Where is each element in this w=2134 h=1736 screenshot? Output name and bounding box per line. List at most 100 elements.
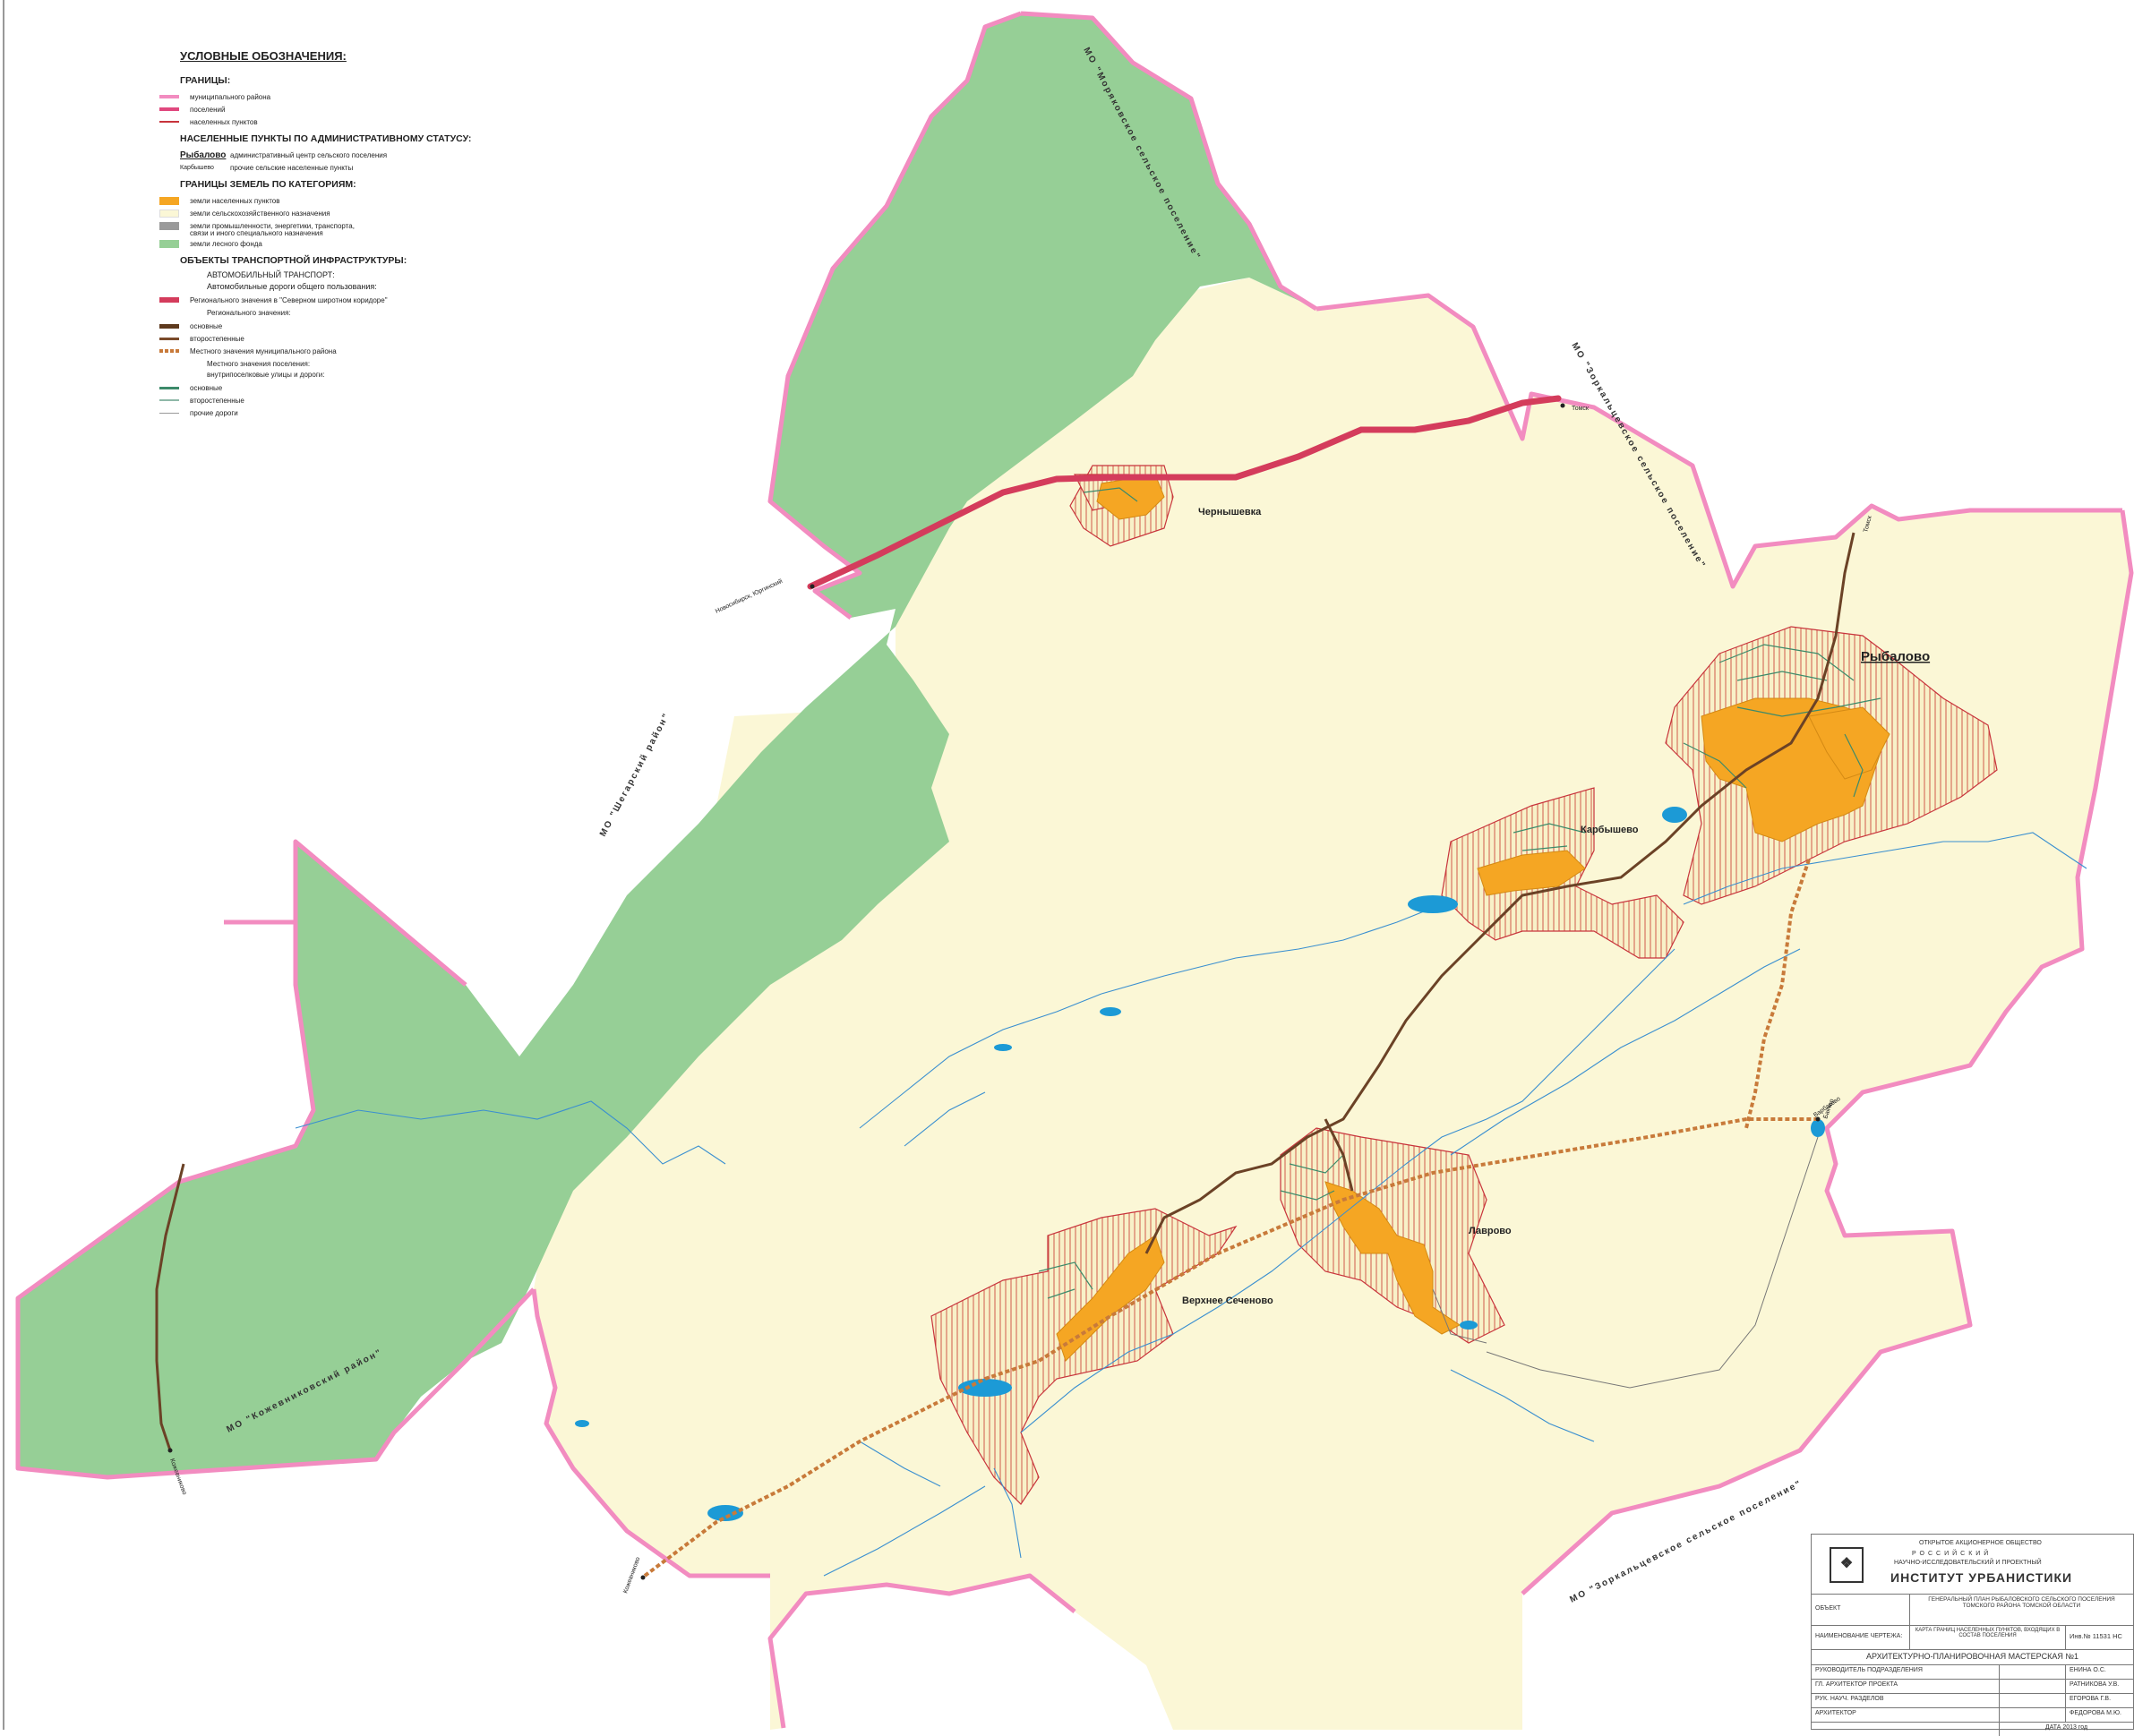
stamp-workshop: АРХИТЕКТУРНО-ПЛАНИРОВОЧНАЯ МАСТЕРСКАЯ №1	[1865, 1652, 2078, 1661]
legend-admin-name: Рыбалово	[180, 150, 227, 160]
legend-row: связи и иного специального назначения	[157, 228, 497, 237]
legend-transport-header: ОБЪЕКТЫ ТРАНСПОРТНОЙ ИНФРАСТРУКТУРЫ:	[180, 255, 407, 266]
stamp-row: РУК. НАУЧ. РАЗДЕЛОВ ЕГОРОВА Г.В.	[1812, 1694, 2133, 1708]
legend-label: Местного значения муниципального района	[190, 346, 337, 355]
legend-swatch	[159, 95, 179, 98]
legend-local-header: Местного значения поселения:	[207, 360, 311, 368]
legend-label: муниципального района	[190, 92, 271, 101]
legend-row: Местного значения муниципального района	[157, 345, 497, 357]
stamp-date: ДАТА 2013 год	[2044, 1724, 2088, 1731]
stamp-drawing-label: НАИМЕНОВАНИЕ ЧЕРТЕЖА:	[1812, 1626, 1910, 1649]
stamp-row: РУКОВОДИТЕЛЬ ПОДРАЗДЕЛЕНИЯ ЕНИНА О.С.	[1812, 1665, 2133, 1680]
legend-label: второстепенные	[190, 396, 244, 405]
settlement-territory	[534, 278, 2131, 1730]
legend-label: земли промышленности, энергетики, трансп…	[190, 221, 355, 230]
legend-auto-header: АВТОМОБИЛЬНЫЙ ТРАНСПОРТ:	[207, 270, 335, 279]
stamp-signature	[2000, 1680, 2066, 1693]
stamp-org-line1: ОТКРЫТОЕ АКЦИОНЕРНОЕ ОБЩЕСТВО	[1919, 1540, 2042, 1546]
stamp-signature	[2000, 1665, 2066, 1679]
stamp-row: АРХИТЕКТУРНО-ПЛАНИРОВОЧНАЯ МАСТЕРСКАЯ №1	[1812, 1650, 2133, 1665]
regional-roads	[155, 532, 1855, 1451]
legend-swatch	[159, 399, 179, 401]
stamp-org-line4: ИНСТИТУТ УРБАНИСТИКИ	[1890, 1570, 2073, 1585]
legend-swatch	[159, 412, 179, 414]
legend: УСЛОВНЫЕ ОБОЗНАЧЕНИЯ: ГРАНИЦЫ: муниципал…	[157, 49, 497, 419]
stamp-row: ГЛ. АРХИТЕКТОР ПРОЕКТА РАТНИКОВА У.В.	[1812, 1680, 2133, 1694]
legend-title: УСЛОВНЫЕ ОБОЗНАЧЕНИЯ:	[180, 49, 347, 63]
stamp-role: АРХИТЕКТОР	[1812, 1708, 2000, 1722]
label-road-tomsk-2: Томск	[1863, 514, 1873, 533]
forest-land	[18, 13, 1316, 1477]
legend-swatch	[159, 229, 179, 237]
legend-admin-header: НАСЕЛЕННЫЕ ПУНКТЫ ПО АДМИНИСТРАТИВНОМУ С…	[180, 133, 472, 144]
legend-row: второстепенные	[157, 394, 497, 406]
stamp-object-label: ОБЪЕКТ	[1812, 1595, 1910, 1625]
legend-swatch	[159, 196, 179, 205]
legend-label: второстепенные	[190, 334, 244, 343]
label-road-novosibirsk: Новосибирск, Юргинский	[714, 577, 784, 615]
label-road-kozhevnikovo-2: Кожевниково	[622, 1556, 641, 1594]
legend-row: Регионального значения в "Северном широт…	[157, 294, 497, 306]
district-border	[15, 11, 2134, 1729]
rivers	[295, 832, 2087, 1577]
legend-label: прочие сельские населенные пункты	[230, 163, 354, 172]
road-end-markers	[167, 403, 1821, 1580]
legend-swatch	[159, 107, 179, 111]
legend-row: земли населенных пунктов	[157, 194, 497, 207]
title-stamp: ❖ ОТКРЫТОЕ АКЦИОНЕРНОЕ ОБЩЕСТВО РОССИЙСК…	[1811, 1534, 2134, 1736]
lakes	[575, 807, 1825, 1521]
legend-row: населенных пунктов	[157, 115, 497, 128]
legend-label: прочие дороги	[190, 408, 238, 417]
stamp-drawing-value: КАРТА ГРАНИЦ НАСЕЛЕННЫХ ПУНКТОВ, ВХОДЯЩИ…	[1910, 1626, 2066, 1649]
stamp-role: РУКОВОДИТЕЛЬ ПОДРАЗДЕЛЕНИЯ	[1812, 1665, 2000, 1679]
legend-row: прочие дороги	[157, 406, 497, 419]
legend-label: населенных пунктов	[190, 117, 258, 126]
legend-label: административный центр сельского поселен…	[230, 150, 388, 159]
institute-logo-icon: ❖	[1830, 1547, 1864, 1583]
stamp-person: ЕНИНА О.С.	[2070, 1667, 2106, 1673]
label-rybalovo: Рыбалово	[1861, 649, 1930, 664]
stamp-org-line2: РОССИЙСКИЙ	[1912, 1551, 1993, 1557]
legend-swatch	[159, 337, 179, 340]
stamp-row: НАИМЕНОВАНИЕ ЧЕРТЕЖА: КАРТА ГРАНИЦ НАСЕЛ…	[1812, 1626, 2133, 1650]
stamp-person: РАТНИКОВА У.В.	[2070, 1681, 2120, 1688]
legend-swatch	[159, 121, 179, 123]
legend-label: земли сельскохозяйственного назначения	[190, 209, 330, 218]
legend-inner-streets: внутрипоселковые улицы и дороги:	[207, 371, 325, 379]
legend-swatch	[159, 349, 179, 353]
stamp-object-value: ГЕНЕРАЛЬНЫЙ ПЛАН РЫБАЛОВСКОГО СЕЛЬСКОГО …	[1928, 1596, 2115, 1609]
legend-label: основные	[190, 321, 223, 330]
legend-public-roads: Автомобильные дороги общего пользования:	[207, 282, 377, 291]
legend-label: земли населенных пунктов	[190, 196, 280, 205]
stamp-role: ГЛ. АРХИТЕКТОР ПРОЕКТА	[1812, 1680, 2000, 1693]
legend-label: земли лесного фонда	[190, 239, 262, 248]
label-road-tomsk: Томск	[1572, 406, 1590, 412]
legend-label: поселений	[190, 105, 226, 114]
stamp-role: РУК. НАУЧ. РАЗДЕЛОВ	[1812, 1694, 2000, 1707]
stamp-person: ФЕДОРОВА М.Ю.	[2070, 1710, 2121, 1716]
internal-streets	[1038, 487, 1881, 1299]
legend-row: Карбышево прочие сельские населенные пунк…	[180, 161, 497, 174]
legend-label: основные	[190, 383, 223, 392]
northern-corridor-road	[807, 395, 1562, 590]
legend-swatch	[159, 221, 179, 230]
other-roads	[1432, 1136, 1819, 1389]
legend-regional-header: Регионального значения:	[207, 309, 291, 317]
stamp-org-line3: НАУЧНО-ИССЛЕДОВАТЕЛЬСКИЙ И ПРОЕКТНЫЙ	[1894, 1560, 2042, 1566]
legend-row: основные	[157, 320, 497, 332]
legend-swatch	[159, 386, 179, 389]
stamp-inventory: Инв.№ 11531 НС	[2070, 1632, 2122, 1640]
legend-swatch	[159, 323, 179, 329]
legend-row: земли промышленности, энергетики, трансп…	[157, 219, 497, 232]
legend-admin-name: Карбышево	[180, 164, 214, 171]
legend-land-header: ГРАНИЦЫ ЗЕМЕЛЬ ПО КАТЕГОРИЯМ:	[180, 179, 356, 190]
legend-row: земли лесного фонда	[157, 237, 497, 250]
stamp-row: ОБЪЕКТ ГЕНЕРАЛЬНЫЙ ПЛАН РЫБАЛОВСКОГО СЕЛ…	[1812, 1595, 2133, 1626]
legend-swatch	[159, 239, 179, 248]
legend-row: второстепенные	[157, 332, 497, 345]
legend-swatch	[159, 297, 179, 303]
legend-swatch	[159, 209, 179, 218]
legend-row: земли сельскохозяйственного назначения	[157, 207, 497, 219]
